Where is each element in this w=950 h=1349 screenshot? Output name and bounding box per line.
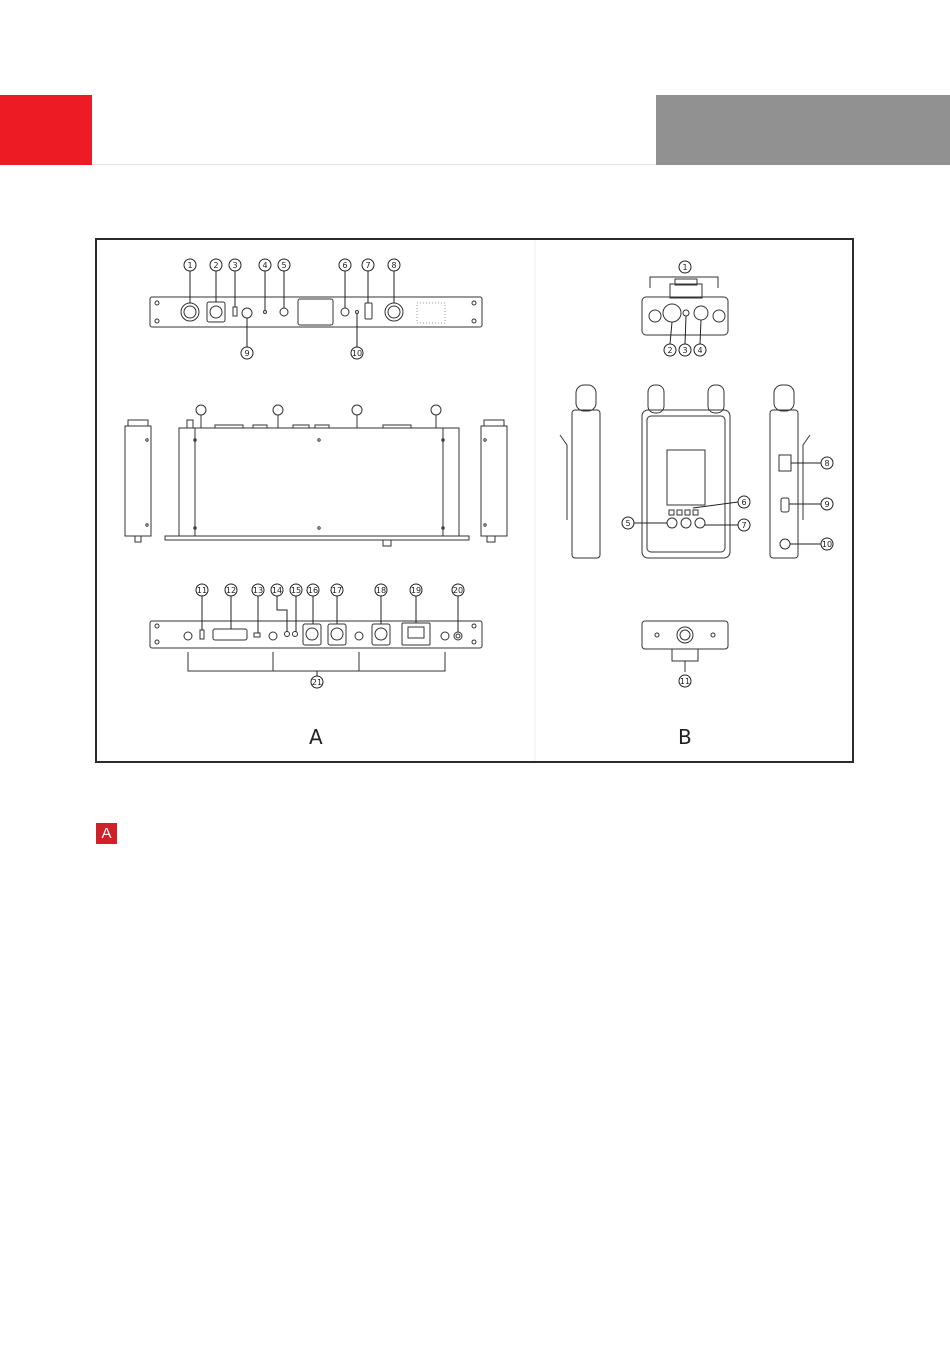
svg-text:13: 13 [253,586,263,595]
svg-text:14: 14 [272,586,282,595]
callout-a-5: 5 [278,259,290,308]
header-divider [92,164,656,165]
callout-a-21: 21 [311,671,323,688]
callout-a-9: 9 [241,318,253,359]
callout-a-1: 1 [184,259,196,303]
panel-b-label: B [678,725,692,749]
device-line-drawing: 1 2 3 4 5 6 7 8 9 10 11 12 13 14 15 16 1… [97,240,852,761]
svg-text:9: 9 [244,349,249,358]
svg-text:7: 7 [365,261,370,270]
svg-text:15: 15 [291,586,301,595]
device-diagram-figure: 1 2 3 4 5 6 7 8 9 10 11 12 13 14 15 16 1… [95,238,854,763]
callout-a-2: 2 [210,259,222,302]
callout-b-5: 5 [622,517,667,529]
callout-markers: 1 2 3 4 5 6 7 8 9 10 11 12 13 14 15 16 1… [184,259,833,688]
svg-text:5: 5 [281,261,286,270]
callout-a-20: 20 [452,584,464,632]
svg-text:3: 3 [682,346,687,355]
header-accent-bar [0,95,92,165]
callout-a-14: 14 [271,584,287,632]
svg-text:6: 6 [342,261,347,270]
callout-a-19: 19 [410,584,422,623]
svg-text:20: 20 [453,586,463,595]
callout-a-6: 6 [339,259,351,308]
svg-text:21: 21 [312,678,322,687]
svg-text:2: 2 [667,346,672,355]
section-a-badge: A [96,823,117,844]
svg-text:5: 5 [625,519,630,528]
svg-text:11: 11 [197,586,207,595]
svg-text:4: 4 [262,261,267,270]
svg-text:17: 17 [332,586,342,595]
callout-b-7: 7 [705,519,750,531]
callout-a-10: 10 [351,314,363,359]
callout-a-15: 15 [290,584,302,632]
svg-text:8: 8 [391,261,396,270]
svg-text:9: 9 [824,500,829,509]
svg-text:19: 19 [411,586,421,595]
svg-text:12: 12 [226,586,236,595]
callout-b-3: 3 [679,316,691,356]
callout-a-13: 13 [252,584,264,633]
callout-a-18: 18 [375,584,387,624]
callout-b-9: 9 [789,498,833,510]
svg-text:18: 18 [376,586,386,595]
bodypack-front-and-side-views [560,385,810,558]
callout-a-7: 7 [362,259,374,303]
svg-text:10: 10 [822,540,832,549]
svg-text:7: 7 [741,521,746,530]
bodypack-bottom-view [642,621,728,672]
svg-text:4: 4 [697,346,702,355]
svg-text:8: 8 [824,459,829,468]
callout-a-4: 4 [259,259,271,310]
callout-b-6: 6 [693,496,750,508]
svg-text:16: 16 [308,586,318,595]
rack-top-view [125,405,507,546]
callout-a-12: 12 [225,584,237,629]
callout-a-16: 16 [307,584,319,624]
callout-a-3: 3 [229,259,241,307]
svg-text:11: 11 [680,677,690,686]
svg-text:2: 2 [213,261,218,270]
callout-b-11: 11 [679,675,691,687]
callout-b-8: 8 [791,457,833,469]
callout-a-1-text: 1 [187,261,192,270]
callout-b-10: 10 [790,538,833,550]
callout-b-1: 1 [679,261,691,273]
callout-a-17: 17 [331,584,343,624]
panel-a-label: A [309,725,323,749]
svg-text:3: 3 [232,261,237,270]
header-gray-bar [656,95,950,165]
callout-b-4: 4 [694,320,706,356]
rack-front-view [150,297,482,327]
svg-text:6: 6 [741,498,746,507]
rack-rear-view [150,621,482,671]
svg-text:1: 1 [682,263,687,272]
callout-a-8: 8 [388,259,400,303]
callout-b-2: 2 [664,322,676,356]
callout-a-11: 11 [196,584,208,630]
bodypack-top-view [642,277,728,335]
svg-text:10: 10 [352,349,362,358]
